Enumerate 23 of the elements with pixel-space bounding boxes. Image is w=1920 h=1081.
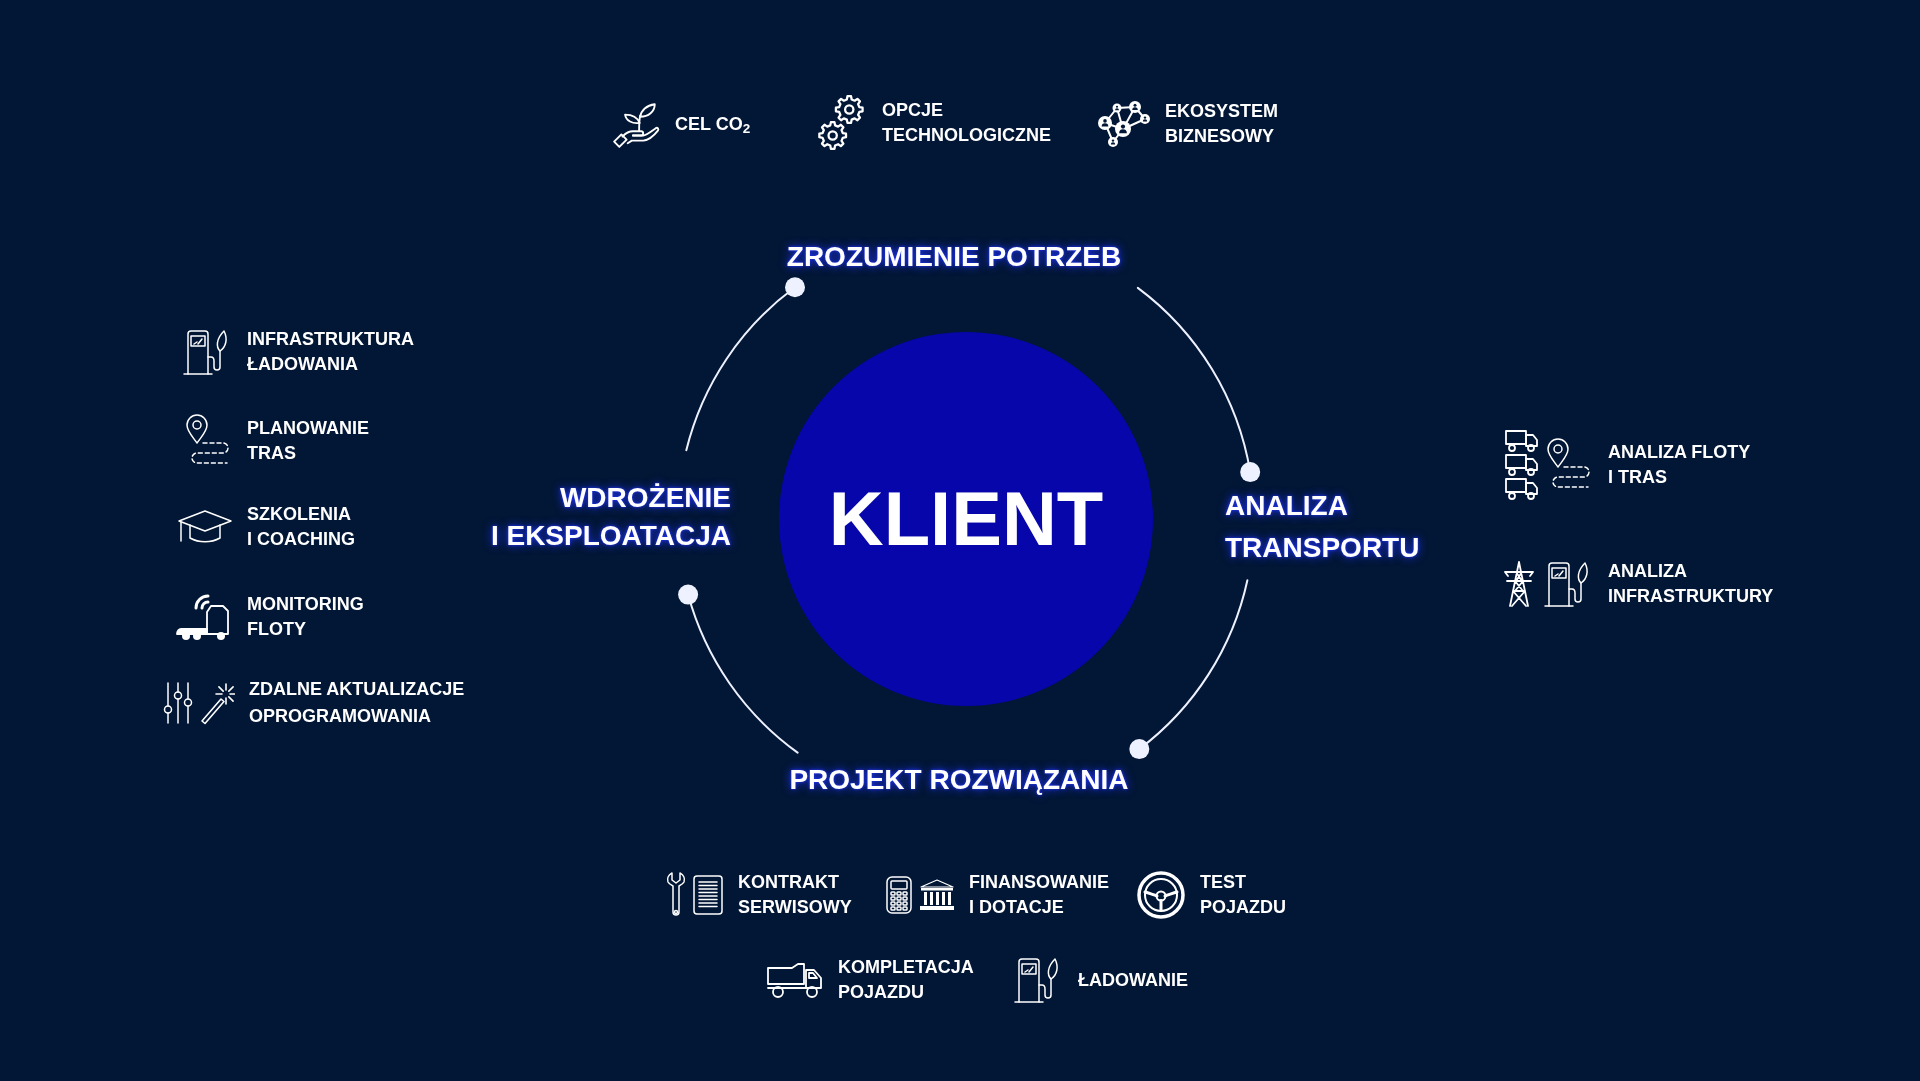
item-label: ANALIZA INFRASTRUKTURY [1608, 560, 1775, 608]
stage-label: ANALIZA TRANSPORTU [1225, 485, 1430, 569]
item-label: SZKOLENIA I COACHING [247, 503, 356, 551]
cycle-arc [1129, 579, 1249, 760]
stage-label: WDROŻENIE I EKSPLOATACJA [481, 479, 731, 555]
item-label: PLANOWANIE TRAS [247, 417, 370, 465]
cycle-arc [685, 277, 805, 452]
item-label: ZDALNE AKTUALIZACJE OPROGRAMOWANIA [249, 678, 466, 728]
stage-label: ZROZUMIENIE POTRZEB [786, 240, 1122, 274]
item-label: OPCJE TECHNOLOGICZNE [882, 99, 1052, 147]
item-label: ŁADOWANIE [1078, 968, 1188, 992]
stage-label: PROJEKT ROZWIĄZANIA [789, 763, 1129, 797]
item-label: TEST POJAZDU [1200, 871, 1287, 919]
item-label: ANALIZA FLOTY I TRAS [1608, 441, 1751, 489]
cycle-arc [678, 584, 799, 754]
item-label: KOMPLETACJA POJAZDU [838, 956, 974, 1004]
item-label: FINANSOWANIE I DOTACJE [969, 871, 1110, 919]
item-label: KONTRAKT SERWISOWY [738, 871, 853, 919]
item-label: CEL CO$_{2}$ [675, 112, 751, 137]
item-label: INFRASTRUKTURA ŁADOWANIA [247, 328, 415, 376]
item-label: MONITORING FLOTY [247, 593, 365, 641]
cycle-arc [1136, 286, 1261, 483]
item-label: EKOSYSTEM BIZNESOWY [1165, 100, 1280, 148]
